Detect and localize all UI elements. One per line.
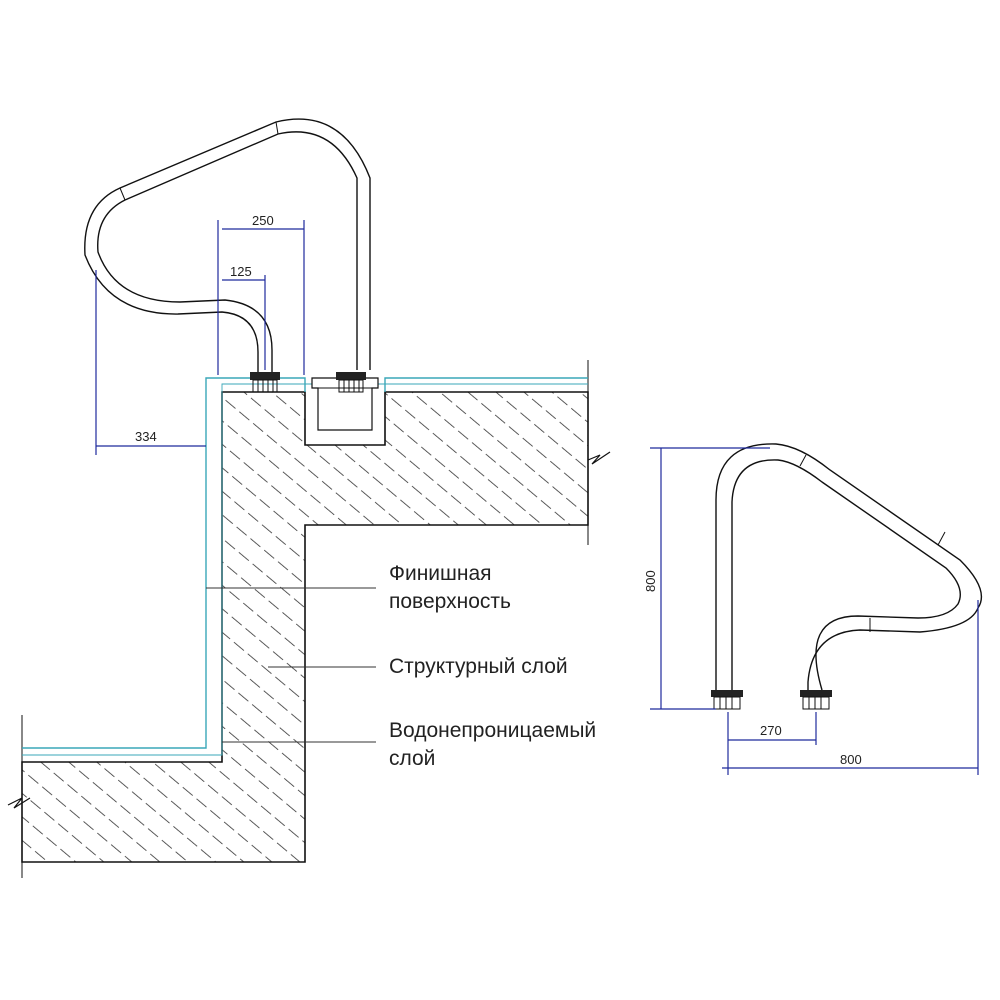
flange-right-a (711, 690, 743, 710)
leader-lines (206, 587, 376, 743)
handrail-tube-inner (84, 118, 371, 372)
front-tube-inner (731, 459, 961, 691)
label-structural-layer: Структурный слой (389, 655, 568, 678)
front-tube-outer (715, 443, 983, 690)
anchor-pocket (311, 377, 379, 431)
finish-surface (22, 377, 588, 756)
flange-left-b (336, 372, 366, 393)
upper-slab (21, 391, 589, 863)
dim-250: 250 (252, 213, 274, 228)
dimensions-left (95, 220, 305, 455)
handrail-side-view (84, 118, 371, 372)
dim-270: 270 (760, 723, 782, 738)
dim-800-width: 800 (840, 752, 862, 767)
finish-surface-line (22, 377, 588, 749)
flange-left-a (250, 372, 280, 393)
concrete-structure (7, 360, 611, 878)
dim-125: 125 (230, 264, 252, 279)
label-waterproof-1: Водонепроницаемый (389, 719, 596, 742)
dim-800-height: 800 (643, 570, 658, 592)
handrail-tube-outer (97, 131, 358, 372)
break-symbol-right (587, 451, 611, 465)
label-finish-surface-1: Финишная (389, 562, 492, 585)
flange-right-b (800, 690, 832, 710)
label-finish-surface-2: поверхность (389, 590, 511, 613)
handrail-front-view (715, 443, 983, 691)
dim-334: 334 (135, 429, 157, 444)
dimensions-right (650, 447, 979, 775)
label-waterproof-2: слой (389, 747, 435, 770)
